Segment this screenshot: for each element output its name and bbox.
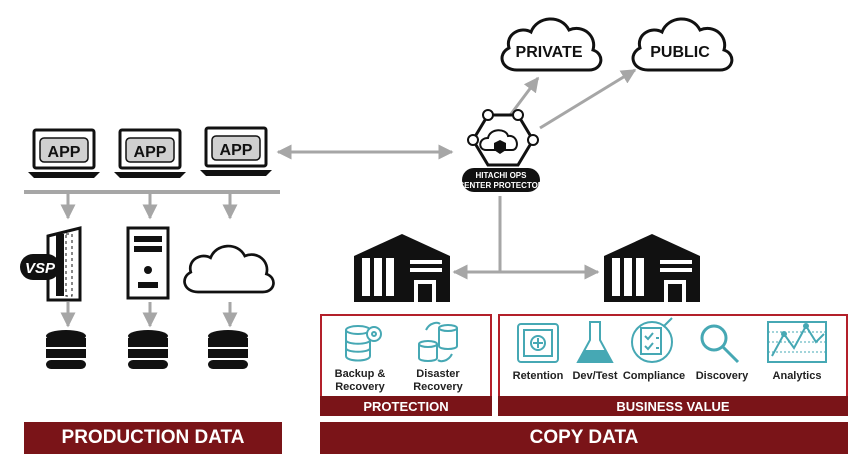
magnifier-icon	[700, 324, 740, 364]
backup-recovery-line1: Backup &	[334, 368, 386, 380]
flask-icon	[576, 321, 614, 363]
backup-recovery-line2: Recovery	[335, 381, 385, 393]
production-bus	[24, 190, 280, 194]
disaster-recovery-line1: Disaster	[416, 368, 460, 380]
devtest-label: Dev/Test	[572, 370, 618, 382]
disaster-recovery-label: Disaster Recovery	[406, 368, 470, 394]
database-sync-icon	[418, 321, 458, 363]
compliance-label: Compliance	[622, 370, 686, 382]
app-laptop-1: APP	[26, 128, 102, 180]
database-icon-3	[208, 330, 248, 369]
app-label-3: APP	[220, 142, 253, 159]
app-label-1: APP	[48, 144, 81, 161]
arrow-to-private	[506, 76, 540, 119]
app-laptop-2: APP	[112, 128, 188, 180]
discovery-label: Discovery	[695, 370, 749, 382]
retention-label: Retention	[512, 370, 564, 382]
server-tower	[126, 226, 170, 300]
database-icon-1	[46, 330, 86, 369]
public-cloud: PUBLIC	[631, 17, 734, 72]
vsp-storage: VSP	[20, 226, 82, 302]
business-value-title: BUSINESS VALUE	[498, 396, 848, 416]
private-cloud: PRIVATE	[500, 17, 603, 72]
ops-center-protector-hub: HITACHI OPS CENTER PROTECTOR	[458, 109, 544, 192]
vsp-label: VSP	[25, 260, 56, 277]
line-chart-icon	[767, 321, 827, 363]
database-icon-2	[128, 330, 168, 369]
hub-label-line2: CENTER PROTECTOR	[458, 181, 543, 190]
checklist-icon	[631, 317, 673, 363]
arrow-to-public	[539, 68, 637, 130]
protection-title: PROTECTION	[320, 396, 492, 416]
copy-data-banner: COPY DATA	[320, 422, 848, 454]
production-data-banner: PRODUCTION DATA	[24, 422, 282, 454]
app-label-2: APP	[134, 144, 167, 161]
disaster-recovery-line2: Recovery	[413, 381, 463, 393]
local-cloud	[183, 244, 275, 294]
app-laptop-3: APP	[198, 126, 274, 178]
public-cloud-label: PUBLIC	[650, 44, 710, 61]
database-gear-icon	[345, 325, 382, 362]
business-datacenter-icon	[604, 234, 700, 302]
private-cloud-label: PRIVATE	[516, 44, 583, 61]
hub-label-line1: HITACHI OPS	[476, 171, 528, 180]
protection-datacenter-icon	[354, 234, 450, 302]
backup-recovery-label: Backup & Recovery	[328, 368, 392, 394]
analytics-label: Analytics	[772, 370, 822, 382]
safe-icon	[517, 323, 559, 363]
